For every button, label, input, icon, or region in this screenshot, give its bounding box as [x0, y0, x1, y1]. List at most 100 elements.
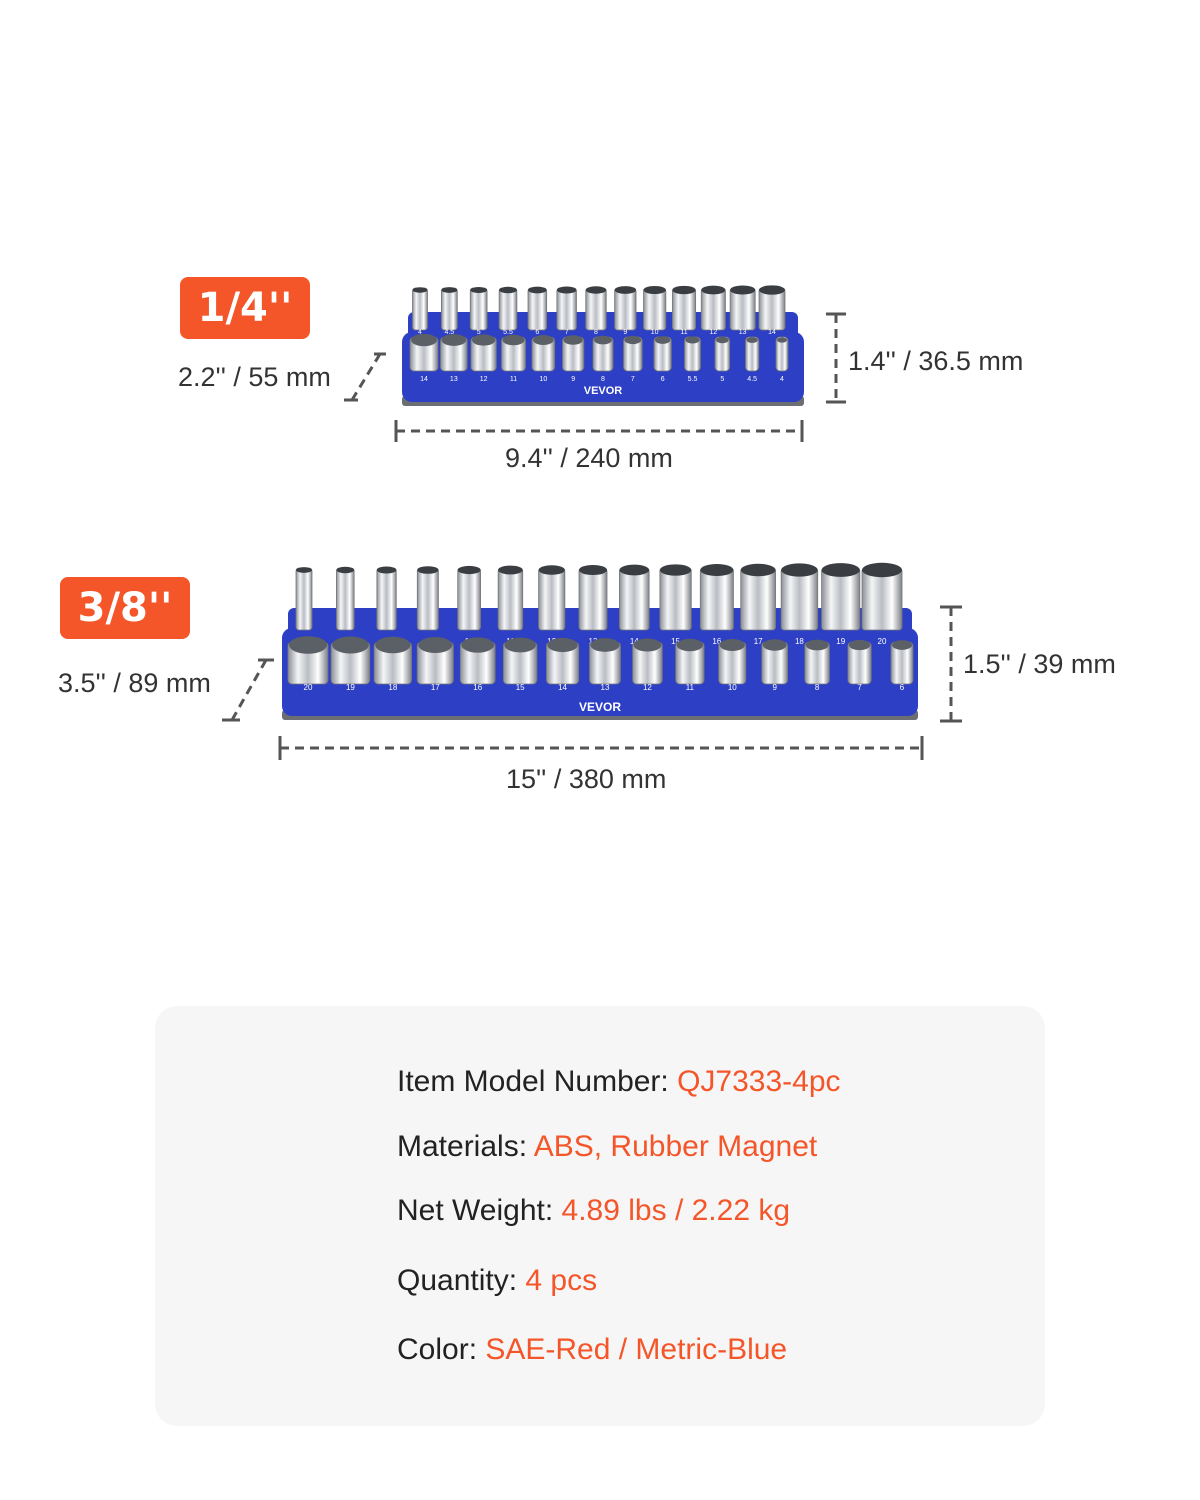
socket-top	[614, 287, 637, 331]
spec-materials-value: ABS, Rubber Magnet	[533, 1130, 818, 1163]
spec-weight: Net Weight: 4.89 lbs / 2.22 kg	[397, 1194, 790, 1228]
socket-top	[527, 287, 548, 331]
socket-size-label: 7	[631, 376, 635, 383]
socket-size-label: 14	[420, 376, 428, 383]
socket-top	[440, 287, 458, 331]
height-quarter: 1.4'' / 36.5 mm	[848, 346, 1024, 376]
socket-tray-threeeighths-image: 6789101112131415161718192020191817161514…	[282, 562, 918, 720]
socket-size-label: 15	[516, 683, 525, 692]
socket-size-label: 13	[450, 376, 458, 383]
socket-size-label: 10	[651, 329, 659, 336]
socket-size-label: 5	[720, 376, 724, 383]
socket-size-label: 6	[661, 376, 665, 383]
socket-size-label: 9	[623, 329, 627, 336]
socket-size-label: 6	[900, 683, 905, 692]
socket-top	[740, 567, 776, 631]
socket-size-label: 8	[815, 683, 820, 692]
depth-quarter: 2.2'' / 55 mm	[178, 362, 331, 392]
spec-model: Item Model Number: QJ7333-4pc	[397, 1065, 841, 1099]
width-threeeighths: 15'' / 380 mm	[506, 764, 667, 794]
socket-size-label: 9	[772, 683, 777, 692]
socket-top	[585, 287, 607, 331]
brand-logo-text: VEVOR	[579, 700, 621, 714]
socket-size-label: 18	[388, 683, 397, 692]
socket-top	[376, 567, 397, 631]
socket-top	[861, 567, 903, 631]
socket-size-label: 12	[480, 376, 488, 383]
width-marker-quarter	[394, 420, 804, 442]
socket-size-label: 14	[768, 329, 776, 336]
spec-quantity: Quantity: 4 pcs	[397, 1264, 597, 1298]
size-badge-quarter: 1/4''	[180, 277, 310, 339]
depth-threeeighths: 3.5'' / 89 mm	[58, 668, 211, 698]
spec-quantity-value: 4 pcs	[525, 1264, 598, 1297]
socket-size-label: 10	[539, 376, 547, 383]
spec-materials: Materials: ABS, Rubber Magnet	[397, 1130, 817, 1164]
socket-top	[498, 287, 518, 331]
depth-marker-threeeighths	[222, 658, 274, 722]
socket-size-label: 10	[728, 683, 737, 692]
socket-size-label: 4.5	[444, 329, 454, 336]
height-marker-quarter	[826, 312, 846, 404]
socket-size-label: 11	[680, 329, 687, 336]
width-marker-threeeighths	[278, 736, 924, 760]
socket-size-label: 6	[535, 329, 539, 336]
socket-top	[457, 567, 481, 631]
socket-size-label: 15	[671, 637, 680, 646]
socket-size-label: 11	[510, 376, 517, 383]
socket-top	[469, 287, 488, 331]
spec-color-label: Color:	[397, 1333, 486, 1366]
socket-size-label: 16	[712, 637, 721, 646]
socket-size-label: 18	[795, 637, 804, 646]
width-quarter: 9.4'' / 240 mm	[505, 443, 673, 473]
socket-top	[538, 567, 566, 631]
socket-size-label: 4	[418, 329, 422, 336]
spec-quantity-label: Quantity:	[397, 1264, 526, 1297]
socket-size-label: 19	[836, 637, 845, 646]
socket-size-label: 8	[594, 329, 598, 336]
spec-materials-label: Materials:	[397, 1130, 534, 1163]
size-badge-threeeighths: 3/8''	[60, 577, 190, 639]
socket-size-label: 20	[878, 637, 887, 646]
socket-top	[821, 567, 861, 631]
socket-size-label: 4.5	[747, 376, 757, 383]
spec-weight-value: 4.89 lbs / 2.22 kg	[561, 1194, 791, 1227]
socket-top	[578, 567, 608, 631]
spec-weight-label: Net Weight:	[397, 1194, 562, 1227]
spec-model-label: Item Model Number:	[397, 1065, 678, 1098]
socket-top	[416, 567, 439, 631]
socket-top	[699, 567, 734, 631]
brand-logo-text: VEVOR	[584, 385, 623, 397]
socket-bottom	[745, 336, 760, 372]
spec-color: Color: SAE-Red / Metric-Blue	[397, 1333, 787, 1367]
socket-top	[619, 567, 650, 631]
socket-size-label: 17	[754, 637, 763, 646]
socket-size-label: 13	[601, 683, 610, 692]
height-marker-threeeighths	[940, 605, 962, 723]
socket-size-label: 11	[686, 683, 695, 692]
socket-size-label: 9	[571, 376, 575, 383]
socket-size-label: 12	[643, 683, 652, 692]
socket-size-label: 16	[473, 683, 482, 692]
spec-color-value: SAE-Red / Metric-Blue	[485, 1333, 788, 1366]
spec-panel	[155, 1006, 1045, 1426]
socket-size-label: 5	[477, 329, 481, 336]
height-threeeighths: 1.5'' / 39 mm	[963, 649, 1116, 679]
socket-top	[556, 287, 577, 331]
socket-size-label: 12	[709, 329, 717, 336]
socket-size-label: 7	[857, 683, 862, 692]
socket-top	[336, 567, 355, 631]
socket-size-label: 19	[346, 683, 355, 692]
socket-size-label: 8	[601, 376, 605, 383]
socket-top	[412, 287, 428, 331]
socket-top	[295, 567, 313, 631]
socket-top	[659, 567, 692, 631]
socket-size-label: 7	[565, 329, 569, 336]
socket-size-label: 4	[780, 376, 784, 383]
socket-top	[671, 287, 697, 331]
socket-size-label: 5.5	[503, 329, 513, 336]
socket-top	[643, 287, 667, 331]
socket-size-label: 20	[304, 683, 313, 692]
socket-top	[497, 567, 524, 631]
